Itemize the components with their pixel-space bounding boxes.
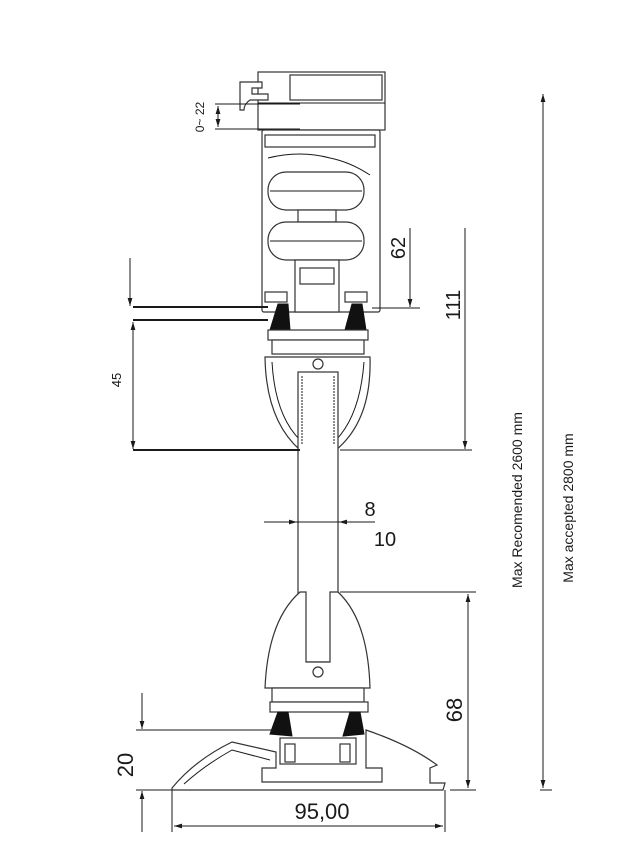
dimension-45: 45 bbox=[109, 258, 300, 451]
dim-adjust-label: 0~ 22 bbox=[193, 101, 207, 132]
dimension-62: 62 bbox=[372, 228, 420, 309]
dim-glass-inner-label: 8 bbox=[364, 499, 375, 521]
base-profile bbox=[171, 729, 446, 791]
dim-width-label: 95,00 bbox=[294, 799, 349, 824]
max-accepted-label: Max accepted 2800 mm bbox=[560, 433, 576, 582]
dim-111-label: 111 bbox=[443, 290, 465, 320]
dim-68-label: 68 bbox=[442, 698, 467, 722]
dim-20-label: 20 bbox=[113, 753, 138, 777]
dimension-max-height: Max Recomended 2600 mm Max accepted 2800… bbox=[509, 94, 576, 791]
dimension-68: 68 bbox=[340, 591, 476, 791]
gasket-lower-left bbox=[269, 711, 293, 737]
dim-45-label: 45 bbox=[109, 373, 124, 387]
dimension-20: 20 bbox=[113, 693, 275, 832]
lower-clamp-profile bbox=[264, 591, 371, 713]
dim-62-label: 62 bbox=[388, 237, 410, 259]
dimension-glass: 8 10 bbox=[264, 499, 396, 551]
dim-glass-outer-label: 10 bbox=[374, 529, 396, 551]
max-recommended-label: Max Recomended 2600 mm bbox=[509, 412, 525, 588]
top-rail-profile bbox=[239, 71, 386, 313]
gasket-lower-right bbox=[342, 711, 365, 737]
dimension-adjust: 0~ 22 bbox=[193, 101, 300, 132]
dimension-width: 95,00 bbox=[171, 790, 446, 832]
dimension-111: 111 bbox=[340, 228, 472, 451]
